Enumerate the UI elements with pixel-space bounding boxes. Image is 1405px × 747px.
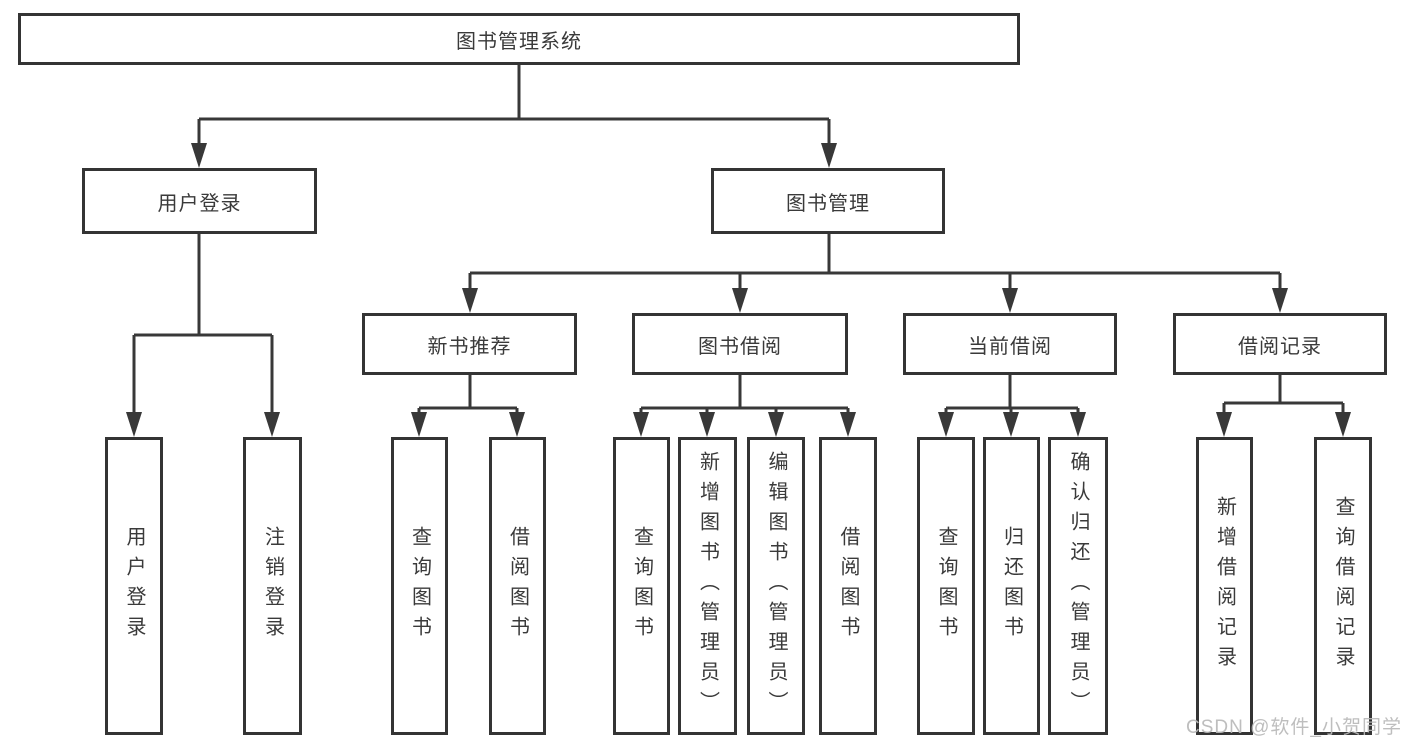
node-label: 用户登录: [157, 192, 242, 215]
leaf-borrow-book-recommend: 借阅图书: [489, 437, 546, 735]
node-new-book-recommend: 新书推荐: [362, 313, 577, 375]
leaf-edit-book-admin: 编辑图书（管理员）: [747, 437, 805, 735]
leaf-label: 借阅图书: [506, 526, 529, 646]
leaf-label: 用户登录: [123, 526, 145, 646]
leaf-label: 确认归还（管理员）: [1067, 451, 1089, 721]
node-user-login: 用户登录: [82, 168, 317, 234]
leaf-add-book-admin: 新增图书（管理员）: [678, 437, 737, 735]
leaf-label: 注销登录: [261, 526, 284, 646]
leaf-label: 查询借阅记录: [1332, 496, 1354, 676]
node-book-borrow: 图书借阅: [632, 313, 848, 375]
node-library-management-system: 图书管理系统: [18, 13, 1020, 65]
leaf-label: 编辑图书（管理员）: [765, 451, 787, 721]
node-book-management: 图书管理: [711, 168, 945, 234]
leaf-query-book-current: 查询图书: [917, 437, 975, 735]
leaf-label: 归还图书: [1000, 526, 1023, 646]
leaf-label: 新增图书（管理员）: [696, 451, 719, 721]
csdn-watermark: CSDN @软件_小贺同学: [1186, 717, 1402, 738]
leaf-label: 查询图书: [935, 526, 957, 646]
node-current-borrow: 当前借阅: [903, 313, 1117, 375]
node-label: 图书借阅: [698, 335, 782, 358]
leaf-query-book-recommend: 查询图书: [391, 437, 448, 735]
leaf-add-borrow-record: 新增借阅记录: [1196, 437, 1253, 735]
leaf-label: 借阅图书: [837, 526, 859, 646]
leaf-label: 查询图书: [630, 526, 653, 646]
leaf-borrow-book: 借阅图书: [819, 437, 877, 735]
leaf-label: 查询图书: [408, 526, 431, 646]
leaf-query-book-borrow: 查询图书: [613, 437, 670, 735]
node-label: 图书管理系统: [456, 30, 582, 53]
node-label: 借阅记录: [1238, 335, 1322, 358]
node-label: 新书推荐: [427, 335, 512, 358]
leaf-user-login: 用户登录: [105, 437, 163, 735]
node-label: 当前借阅: [968, 335, 1052, 358]
leaf-return-book: 归还图书: [983, 437, 1040, 735]
leaf-label: 新增借阅记录: [1213, 496, 1236, 676]
node-borrow-records: 借阅记录: [1173, 313, 1387, 375]
leaf-logout: 注销登录: [243, 437, 302, 735]
node-label: 图书管理: [786, 192, 870, 215]
leaf-query-borrow-record: 查询借阅记录: [1314, 437, 1372, 735]
leaf-confirm-return-admin: 确认归还（管理员）: [1048, 437, 1108, 735]
